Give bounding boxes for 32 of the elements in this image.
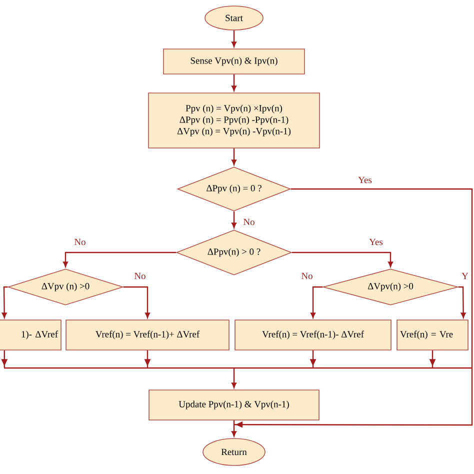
process-box: Ppv (n) = Vpv(n) ×Ipv(n) ΔPpv (n) = Ppv(n) -Ppv(n-1) ΔVpv (n) = Vpv(n) -Vpv(n-1)	[148, 92, 320, 148]
process-box: Sense Vpv(n) & Ipv(n)	[163, 48, 305, 74]
arrow	[63, 252, 176, 268]
arrow	[123, 286, 150, 318]
arrow	[232, 74, 236, 92]
arrow	[1, 350, 8, 368]
connector-line	[4, 367, 472, 369]
arrow	[232, 30, 236, 48]
arrow	[310, 350, 316, 368]
edge-label: Yes	[357, 176, 373, 184]
arrow	[2, 286, 8, 318]
edge-label: Y	[460, 272, 470, 280]
process-box: Vref(n) = Vref(n-1)- ΔVref	[234, 320, 392, 350]
edge-label: No	[133, 272, 147, 280]
arrow	[232, 368, 236, 388]
arrow	[458, 286, 466, 318]
edge-label: No	[300, 272, 314, 280]
edge-label: No	[242, 218, 256, 226]
arrow	[232, 211, 236, 228]
edge-label: No	[73, 238, 87, 246]
process-box: Vref(n) = Vre	[396, 320, 468, 350]
arrow	[292, 252, 393, 268]
edge-label: Yes	[368, 238, 384, 246]
arrow	[232, 425, 236, 437]
arrow	[234, 188, 473, 428]
process-box: Vref(n) = Vref(n-1)+ ΔVref	[66, 320, 230, 350]
arrow	[232, 148, 236, 166]
process-box: 1)- ΔVref	[0, 320, 62, 350]
process-box: Update Ppv(n-1) & Vpv(n-1)	[148, 390, 320, 420]
arrow	[310, 286, 323, 318]
arrow	[429, 350, 436, 368]
arrow	[144, 350, 151, 368]
